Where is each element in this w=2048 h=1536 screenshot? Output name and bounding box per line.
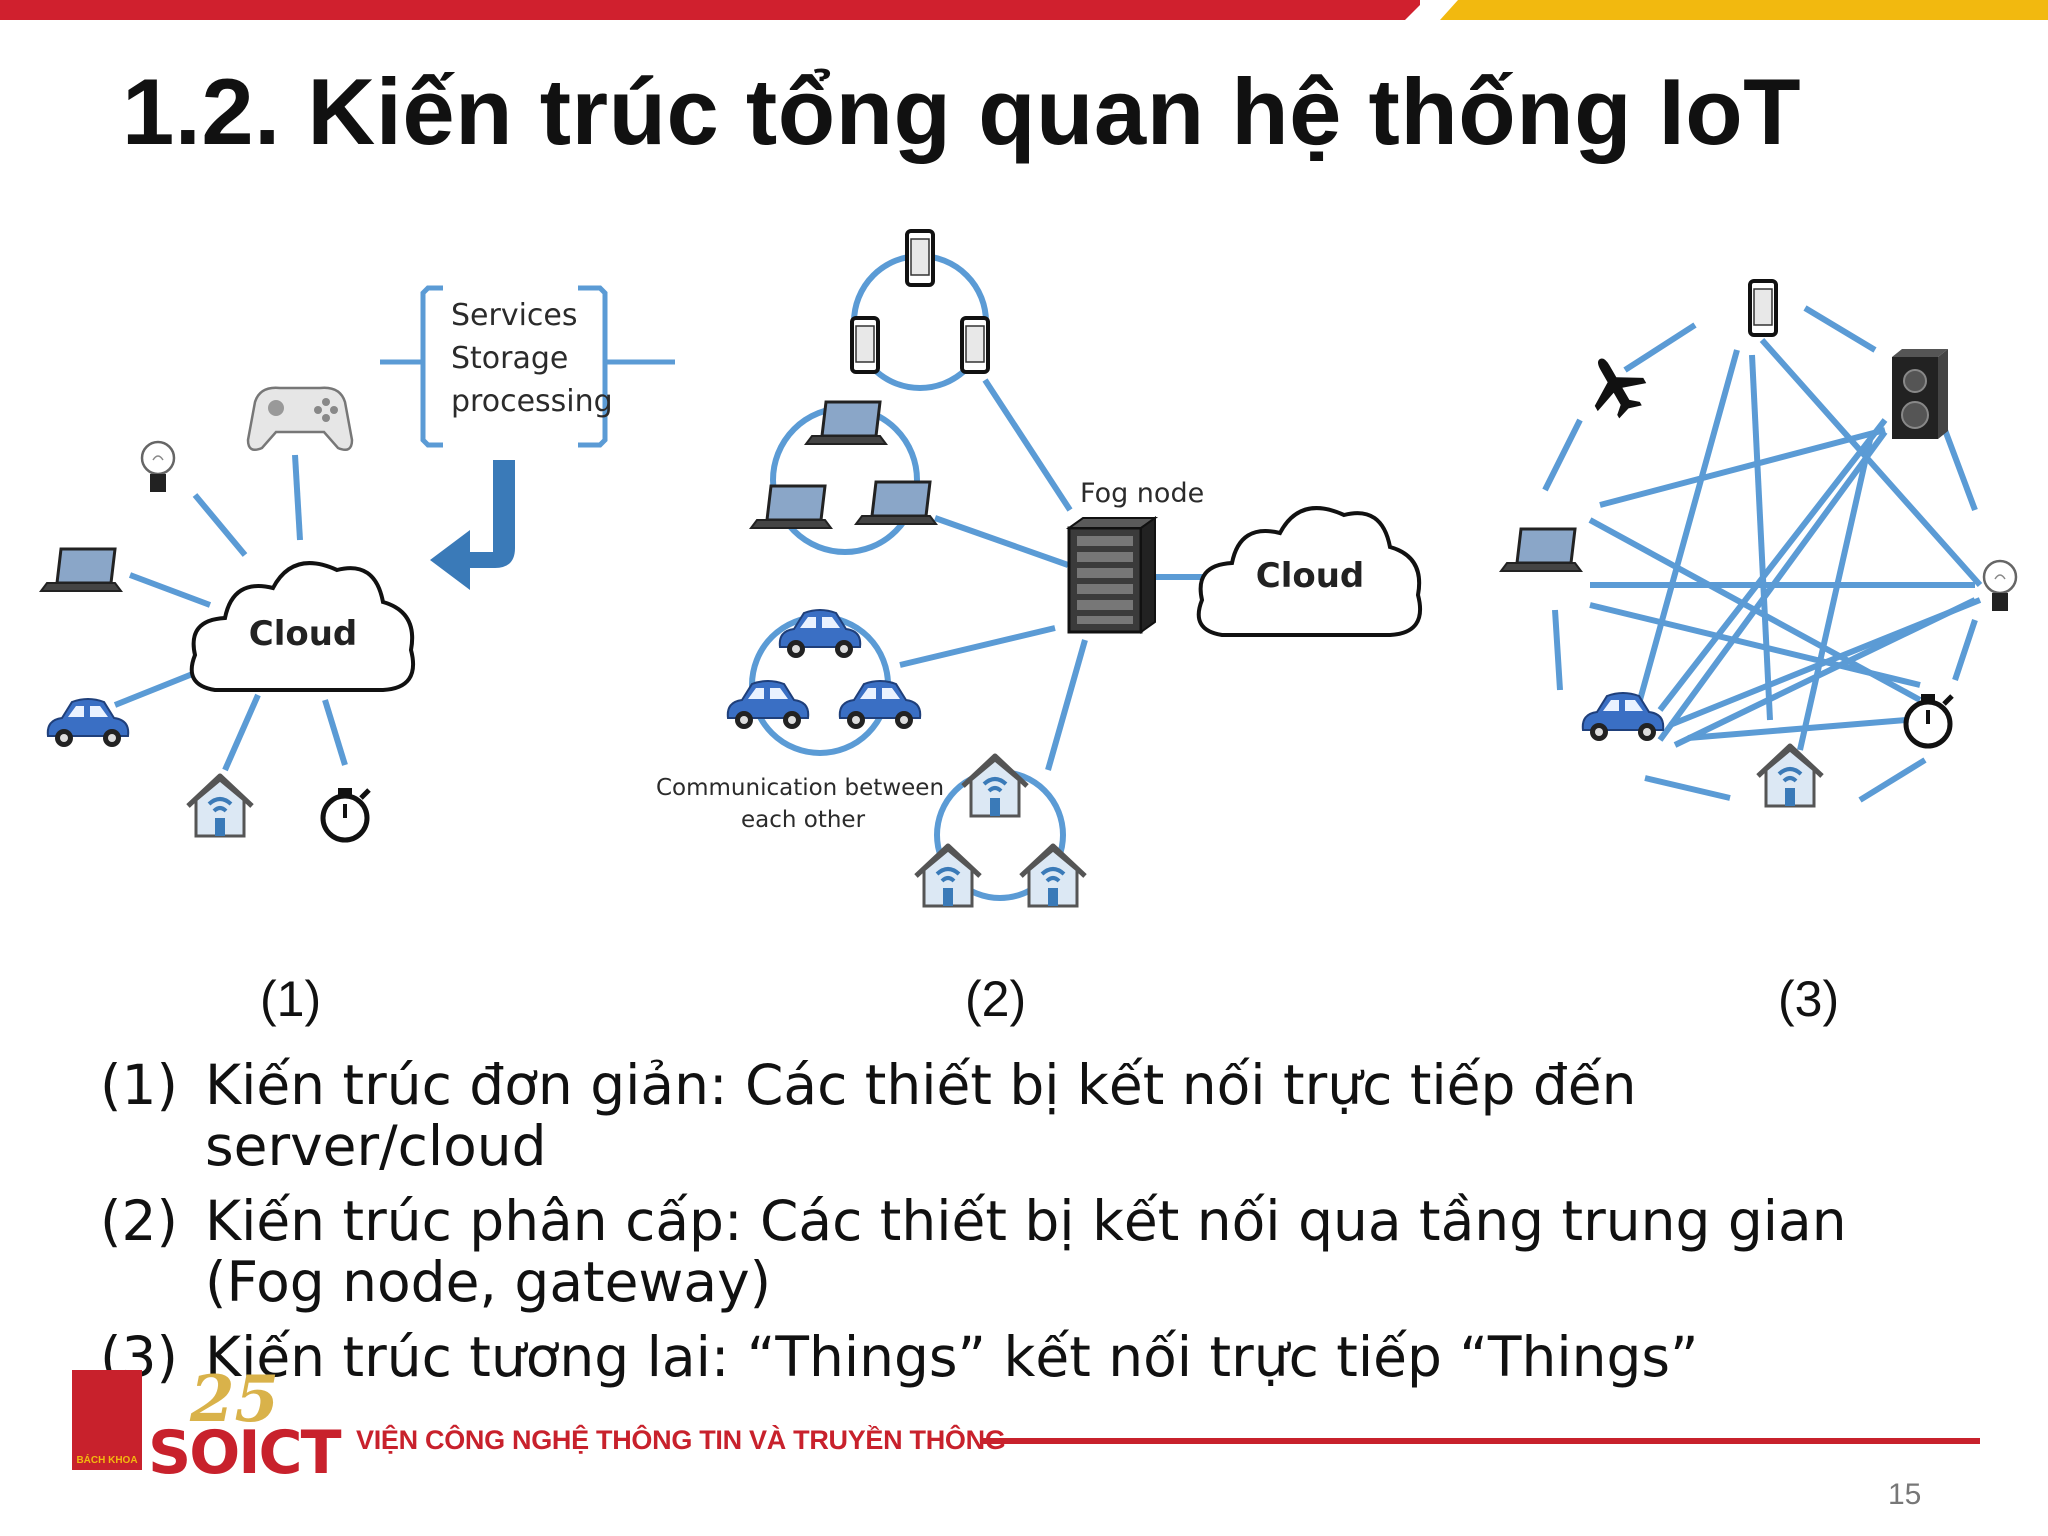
fog-node-label: Fog node	[1080, 478, 1204, 509]
footer-divider	[980, 1438, 1980, 1444]
smart-home-icon	[916, 846, 980, 906]
diagram-2-fog-architecture: Fog node Cloud Communication between eac…	[656, 229, 1423, 906]
phone-icon	[1748, 279, 1778, 337]
car-icon	[726, 680, 810, 730]
communication-label-line1: Communication between	[656, 775, 944, 801]
laptop-icon	[39, 547, 123, 593]
smart-home-icon	[188, 776, 252, 836]
communication-label-line2: each other	[741, 807, 866, 833]
lightbulb-icon	[1982, 559, 2018, 613]
iot-architecture-diagrams: Cloud Services Storage processing	[39, 229, 2018, 960]
laptop-icon	[854, 480, 938, 526]
phone-icon	[960, 316, 990, 374]
services-bracket: Services Storage processing	[380, 285, 675, 448]
smart-home-icon	[963, 756, 1027, 816]
phone-icon	[905, 229, 935, 287]
diagram-2-caption: (2)	[965, 971, 1027, 1027]
cloud-icon: Cloud	[189, 561, 416, 692]
cloud-icon: Cloud	[1196, 506, 1423, 637]
soict-logo: SOICT	[148, 1418, 342, 1488]
slide-title: 1.2. Kiến trúc tổng quan hệ thống IoT	[122, 59, 1802, 164]
airplane-icon	[1594, 358, 1647, 419]
speaker-icon	[1892, 349, 1948, 439]
stopwatch-icon	[1906, 694, 1952, 746]
institute-name: VIỆN CÔNG NGHỆ THÔNG TIN VÀ TRUYỀN THÔNG	[356, 1425, 1006, 1455]
laptop-icon	[804, 400, 888, 446]
list-item-number: (1)	[100, 1053, 178, 1117]
cloud-label: Cloud	[1256, 556, 1365, 596]
service-item-services: Services	[451, 298, 578, 333]
top-accent-bar	[0, 0, 1420, 20]
laptop-icon	[749, 484, 833, 530]
bach-khoa-logo: BÁCH KHOA	[72, 1370, 142, 1470]
laptop-icon	[1499, 527, 1583, 573]
car-icon	[1581, 692, 1665, 742]
diagram-3-mesh-architecture	[1499, 279, 2018, 806]
smart-home-icon	[1758, 746, 1822, 806]
diagram-1-simple-architecture: Cloud Services Storage processing	[39, 285, 675, 840]
top-accent-bar-yellow	[1440, 0, 2048, 20]
arrow-down-left-icon	[430, 460, 515, 590]
list-item: (3) Kiến trúc tương lai: “Things” kết nố…	[100, 1327, 1900, 1388]
lightbulb-icon	[140, 440, 176, 494]
car-icon	[778, 609, 862, 659]
gamepad-icon	[246, 386, 354, 451]
diagram-1-caption: (1)	[260, 971, 322, 1027]
phone-icon	[850, 316, 880, 374]
list-item-text: Kiến trúc đơn giản: Các thiết bị kết nối…	[205, 1053, 1637, 1178]
fog-node-server-icon	[1067, 516, 1157, 634]
smart-home-icon	[1021, 846, 1085, 906]
cloud-label: Cloud	[249, 614, 358, 654]
list-item-text: Kiến trúc tương lai: “Things” kết nối tr…	[205, 1325, 1699, 1389]
list-item: (2) Kiến trúc phân cấp: Các thiết bị kết…	[100, 1191, 1900, 1313]
list-item: (1) Kiến trúc đơn giản: Các thiết bị kết…	[100, 1055, 1900, 1177]
diagram-1-links	[113, 454, 348, 772]
anniversary-25-logo: 25	[190, 1362, 280, 1437]
list-item-number: (2)	[100, 1189, 178, 1253]
service-item-storage: Storage	[451, 341, 568, 376]
page-number: 15	[1888, 1478, 1922, 1511]
architecture-list: (1) Kiến trúc đơn giản: Các thiết bị kết…	[100, 1055, 1900, 1402]
service-item-processing: processing	[451, 384, 613, 419]
stopwatch-icon	[323, 788, 369, 840]
list-item-text: Kiến trúc phân cấp: Các thiết bị kết nối…	[205, 1189, 1847, 1314]
diagram-3-caption: (3)	[1778, 971, 1840, 1027]
diagram-3-mesh-links	[1542, 305, 1983, 803]
